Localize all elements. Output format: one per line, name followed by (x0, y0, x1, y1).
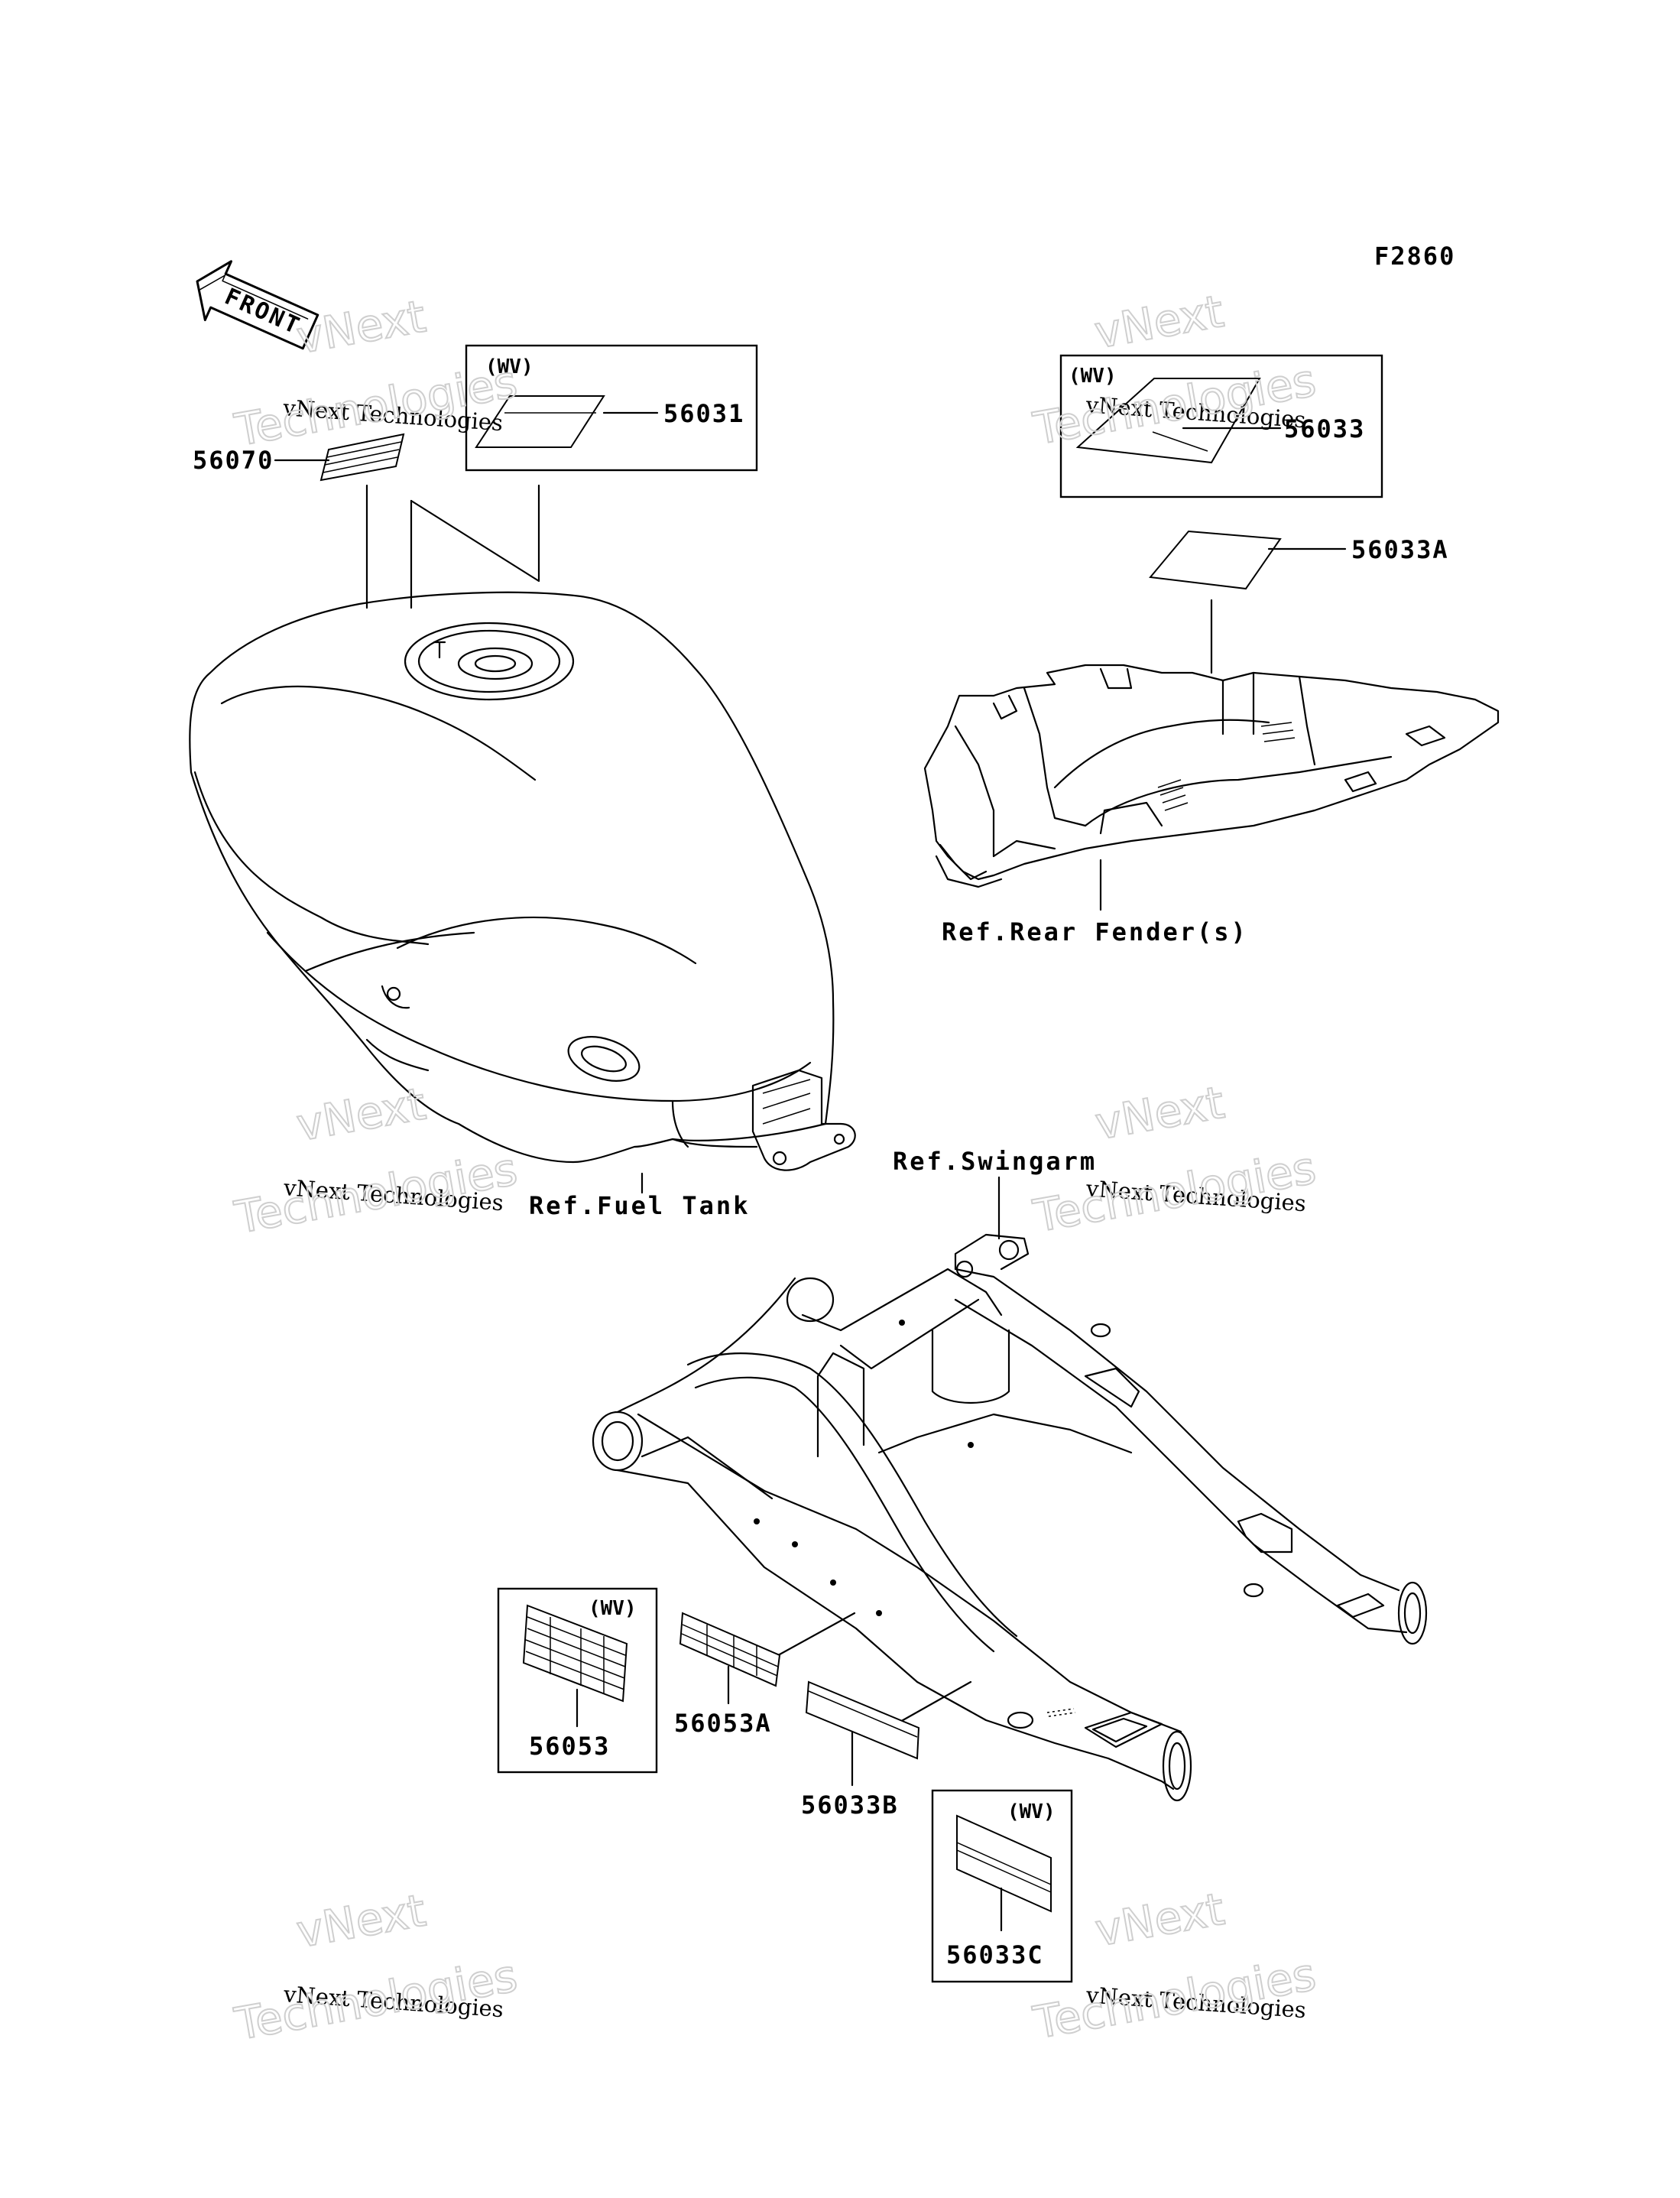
part-number-56053A: 56053A (674, 1709, 772, 1738)
part-number-56031: 56031 (663, 399, 744, 428)
variant-tag-56033C: (WV) (1007, 1800, 1056, 1823)
label-56053A-callout: 56053A (674, 1612, 781, 1738)
label-56033A-callout: 56033A (1149, 530, 1449, 674)
watermark-vnext: vNext (1091, 1076, 1228, 1150)
watermark-vnext: vNext (293, 290, 430, 363)
part-number-56033: 56033 (1284, 414, 1365, 443)
watermark-vnext: vNext (1091, 285, 1228, 359)
swingarm-drawing (592, 1233, 1428, 1802)
label-56070-callout: 56070 (193, 433, 405, 482)
watermark-vnext: vNext (293, 1884, 430, 1957)
rear-fender-drawing (923, 664, 1500, 888)
fuel-tank-drawing (189, 591, 856, 1171)
ref-rear-fender: Ref.Rear Fender(s) (942, 917, 1248, 946)
watermark-mid-left: vNext vNext Technologies Technologies (230, 1076, 522, 1244)
part-number-56070: 56070 (193, 446, 274, 475)
part-number-56033A: 56033A (1351, 535, 1449, 564)
ref-swingarm: Ref.Swingarm (893, 1147, 1097, 1176)
figure-code: F2860 (1374, 242, 1455, 271)
ref-fuel-tank: Ref.Fuel Tank (529, 1191, 750, 1220)
part-number-56033C: 56033C (946, 1940, 1044, 1969)
watermark-technologies: Technologies (231, 1143, 521, 1244)
watermark-technologies: Technologies (1030, 1948, 1320, 2049)
watermark-vnext: vNext (293, 1077, 430, 1151)
part-number-56053: 56053 (529, 1732, 610, 1761)
watermark-vnext: vNext (1091, 1883, 1228, 1956)
label-56031-box: (WV) 56031 (465, 344, 758, 472)
label-56033-box: (WV) 56033 (1059, 354, 1383, 498)
label-56033C-box: (WV) 56033C (931, 1789, 1073, 1983)
variant-tag-56031: (WV) (485, 356, 534, 378)
variant-tag-56053: (WV) (589, 1597, 637, 1620)
part-number-56033B: 56033B (801, 1791, 899, 1820)
label-56033B-callout: 56033B (801, 1680, 920, 1820)
watermark-bottom-left: vNext vNext Technologies Technologies (230, 1883, 522, 2050)
watermark-bottom-right: vNext vNext Technologies Technologies (1029, 1882, 1321, 2050)
label-56053-box: (WV) 56053 (497, 1587, 658, 1774)
variant-tag-56033: (WV) (1069, 365, 1117, 388)
watermark-technologies: Technologies (231, 1950, 521, 2050)
